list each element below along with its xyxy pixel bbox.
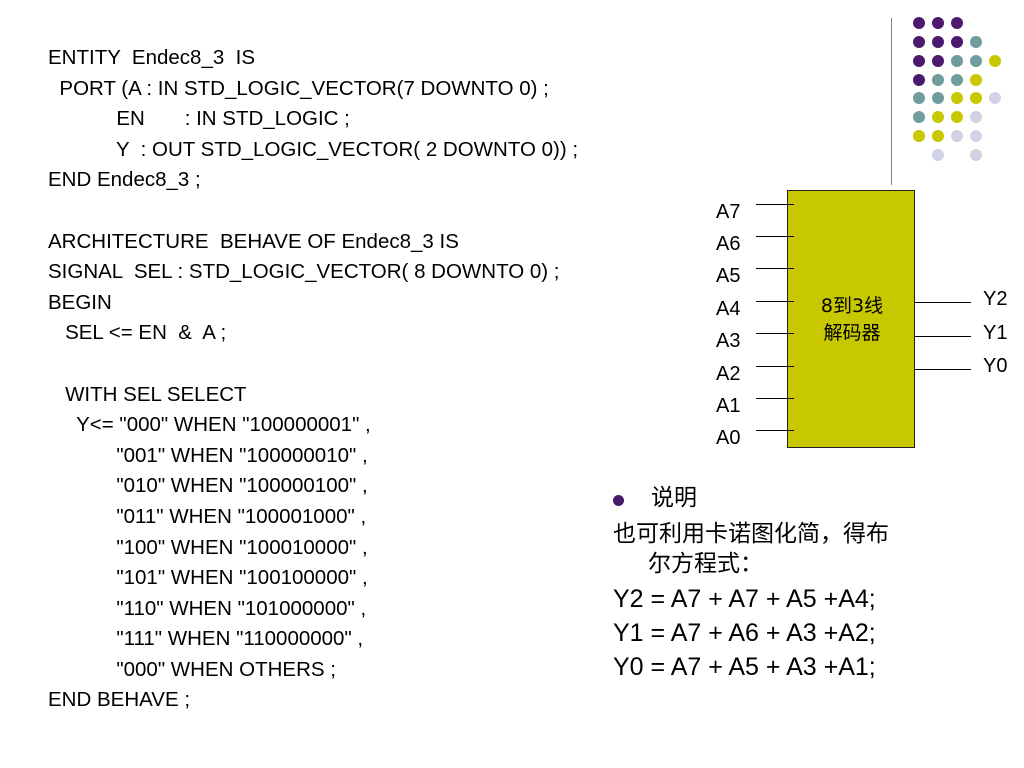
decorative-dot: [913, 17, 925, 29]
code-line: ARCHITECTURE BEHAVE OF Endec8_3 IS: [48, 229, 459, 253]
decoder-label-line2: 解码器: [823, 322, 881, 344]
output-pin-line: [915, 302, 971, 303]
code-line: WITH SEL SELECT: [48, 382, 247, 406]
decorative-dot-grid: [0, 0, 1024, 180]
decorative-dot: [970, 74, 982, 86]
equation-y1: Y1 = A7 + A6 + A3 +A2;: [613, 619, 876, 647]
code-line: ENTITY Endec8_3 IS: [48, 46, 256, 69]
input-pin-line: [756, 301, 794, 302]
decorative-dot: [951, 92, 963, 104]
code-line: "011" WHEN "100001000" ,: [48, 504, 367, 528]
input-pin-line: [756, 366, 794, 367]
input-pin-label: A5: [716, 265, 741, 287]
note-text-line1: 也可利用卡诺图化简，得布: [613, 521, 889, 547]
decorative-dot: [951, 17, 963, 29]
decorative-dot: [970, 149, 982, 161]
input-pin-line: [756, 236, 794, 237]
code-line: END Endec8_3 ;: [48, 168, 201, 192]
input-pin-label: A2: [716, 363, 741, 385]
decorative-dot: [970, 36, 982, 48]
input-pin-line: [756, 268, 794, 269]
equation-y0: Y0 = A7 + A5 + A3 +A1;: [613, 653, 876, 681]
code-line: "101" WHEN "100100000" ,: [48, 566, 368, 590]
decorative-dot: [932, 74, 944, 86]
decoder-block: 8到3线 解码器: [787, 190, 915, 448]
decorative-dot: [932, 111, 944, 123]
decorative-dot: [932, 92, 944, 104]
input-pin-label: A0: [716, 427, 741, 449]
input-pin-label: A4: [716, 298, 741, 320]
decorative-dot: [913, 130, 925, 142]
decorative-dot: [951, 130, 963, 142]
decorative-dot: [932, 55, 944, 67]
decorative-dot: [932, 17, 944, 29]
code-line: PORT (A : IN STD_LOGIC_VECTOR(7 DOWNTO 0…: [48, 76, 549, 100]
input-pin-line: [756, 430, 794, 431]
output-pin-line: [915, 369, 971, 370]
input-pin-label: A6: [716, 233, 741, 255]
code-line: "100" WHEN "100010000" ,: [48, 535, 368, 559]
decorative-dot: [913, 74, 925, 86]
bullet-title: 说明: [651, 485, 697, 511]
input-pin-label: A7: [716, 201, 741, 223]
code-line: "001" WHEN "100000010" ,: [48, 443, 368, 467]
note-text-line2: 尔方程式：: [648, 551, 763, 577]
input-pin-line: [756, 333, 794, 334]
decorative-dot: [951, 111, 963, 123]
code-line: EN : IN STD_LOGIC ;: [48, 107, 350, 131]
decorative-dot: [970, 55, 982, 67]
code-line: "010" WHEN "100000100" ,: [48, 474, 368, 498]
code-line: SEL <= EN & A ;: [48, 321, 227, 345]
decorative-dot: [932, 130, 944, 142]
code-line: "110" WHEN "101000000" ,: [48, 596, 367, 620]
decorative-divider-line: [891, 18, 892, 185]
decorative-dot: [989, 55, 1001, 67]
decorative-dot: [989, 92, 1001, 104]
decorative-dot: [913, 36, 925, 48]
decorative-dot: [951, 74, 963, 86]
input-pin-label: A3: [716, 330, 741, 352]
decorative-dot: [913, 111, 925, 123]
code-line: [48, 196, 578, 227]
code-line: "000" WHEN OTHERS ;: [48, 657, 336, 681]
output-pin-label: Y1: [983, 322, 1008, 344]
decorative-dot: [970, 92, 982, 104]
code-line: "111" WHEN "110000000" ,: [48, 627, 364, 651]
code-line: [48, 349, 578, 380]
decorative-dot: [970, 130, 982, 142]
output-pin-line: [915, 336, 971, 337]
output-pin-label: Y2: [983, 288, 1008, 310]
code-line: Y : OUT STD_LOGIC_VECTOR( 2 DOWNTO 0)) ;: [48, 137, 579, 161]
code-line: SIGNAL SEL : STD_LOGIC_VECTOR( 8 DOWNTO …: [48, 260, 560, 284]
code-line: END BEHAVE ;: [48, 688, 191, 712]
output-pin-label: Y0: [983, 355, 1008, 377]
decorative-dot: [951, 36, 963, 48]
bullet-dot-icon: [613, 495, 624, 506]
code-line: Y<= "000" WHEN "100000001" ,: [48, 413, 371, 437]
decoder-label-line1: 8到3线: [820, 295, 884, 317]
decorative-dot: [932, 149, 944, 161]
vhdl-code-block: ENTITY Endec8_3 IS PORT (A : IN STD_LOGI…: [48, 43, 578, 716]
input-pin-line: [756, 204, 794, 205]
equation-y2: Y2 = A7 + A7 + A5 +A4;: [613, 585, 876, 613]
decorative-dot: [970, 111, 982, 123]
input-pin-label: A1: [716, 395, 741, 417]
decorative-dot: [913, 55, 925, 67]
code-line: BEGIN: [48, 290, 112, 314]
decorative-dot: [932, 36, 944, 48]
decorative-dot: [913, 92, 925, 104]
input-pin-line: [756, 398, 794, 399]
decorative-dot: [951, 55, 963, 67]
